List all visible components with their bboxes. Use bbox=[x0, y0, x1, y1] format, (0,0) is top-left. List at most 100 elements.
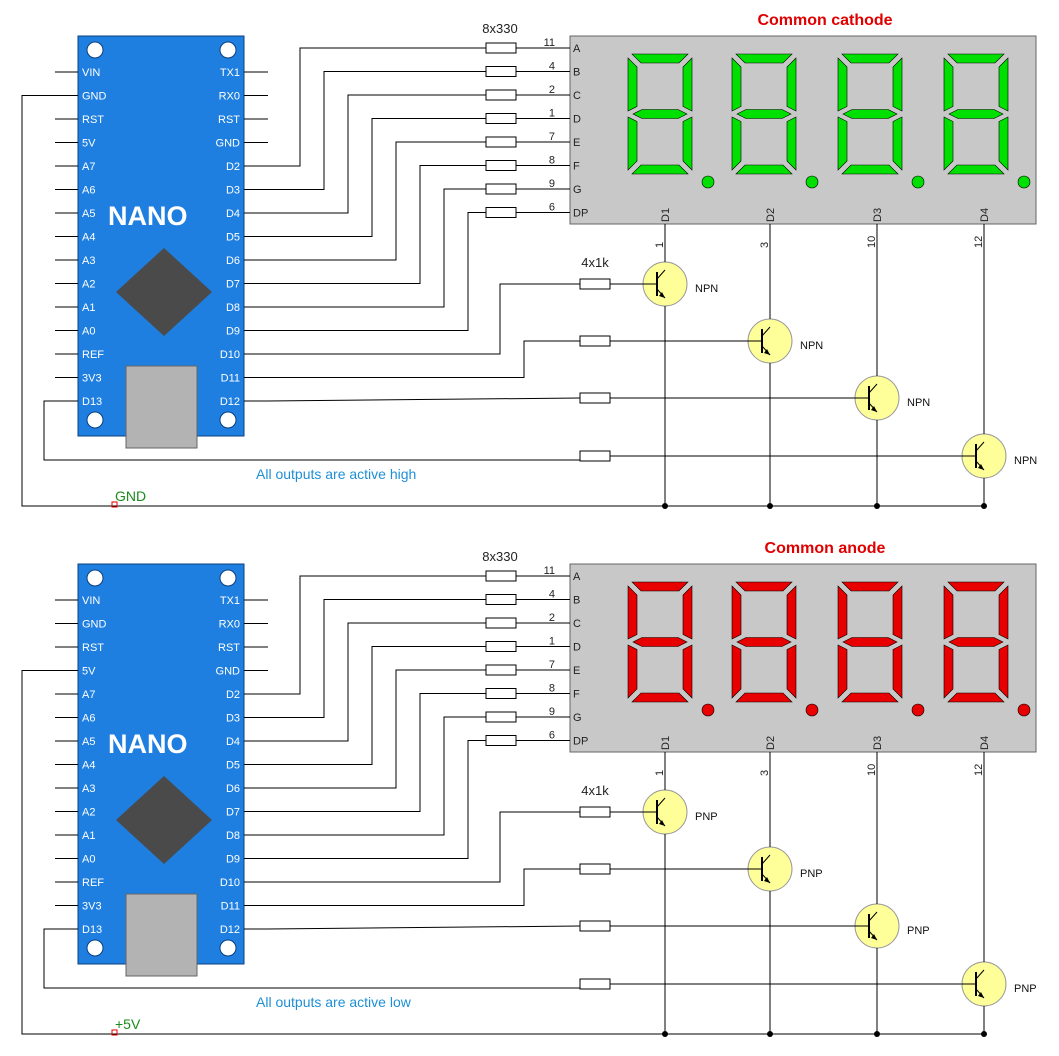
segment-resistor bbox=[485, 89, 517, 101]
pin-label-left: A0 bbox=[82, 326, 95, 338]
wire bbox=[268, 47, 486, 167]
segment-pin-label: D bbox=[573, 114, 581, 126]
wire bbox=[268, 622, 486, 742]
pin-label-left: REF bbox=[82, 877, 104, 889]
segment-f bbox=[627, 585, 638, 640]
segment-pin-number: 7 bbox=[549, 659, 555, 671]
digit-3 bbox=[837, 53, 925, 189]
segment-b bbox=[998, 585, 1009, 640]
segment-resistor bbox=[485, 594, 517, 605]
segment-c bbox=[998, 644, 1009, 699]
segment-pin-label: G bbox=[573, 184, 582, 196]
segment-pin-number: 9 bbox=[549, 706, 555, 718]
segment-c bbox=[786, 116, 797, 171]
segment-e bbox=[837, 116, 848, 171]
segment-pin-label: C bbox=[573, 90, 581, 102]
pin-label-left: A0 bbox=[82, 854, 95, 866]
segment-e bbox=[731, 644, 742, 699]
transistor-type-label: NPN bbox=[695, 283, 718, 295]
pin-label-left: VIN bbox=[82, 67, 100, 79]
pin-label-right: D4 bbox=[226, 208, 240, 220]
base-resistor bbox=[579, 978, 611, 990]
segment-c bbox=[682, 644, 693, 699]
transistor-type-label: NPN bbox=[907, 397, 930, 409]
segment-resistor bbox=[485, 711, 517, 723]
pin-label-right: D7 bbox=[226, 807, 240, 819]
segment-g bbox=[842, 109, 898, 119]
pin-label-left: A5 bbox=[82, 208, 95, 220]
segment-pin-number: 11 bbox=[544, 37, 555, 49]
segment-pin-label: DP bbox=[573, 208, 588, 220]
wire bbox=[268, 188, 486, 308]
base-resistor-label: 4x1k bbox=[581, 255, 609, 270]
digit-4 bbox=[943, 53, 1031, 189]
transistor-type-label: PNP bbox=[1014, 983, 1037, 995]
pin-label-right: D7 bbox=[226, 279, 240, 291]
segment-d bbox=[947, 164, 1005, 175]
pin-label-right: D5 bbox=[226, 760, 240, 772]
mounting-hole-icon bbox=[86, 41, 104, 59]
decimal-point bbox=[911, 703, 925, 717]
mounting-hole-icon bbox=[86, 569, 104, 587]
pin-label-left: A6 bbox=[82, 713, 95, 725]
segment-d bbox=[947, 692, 1005, 703]
segment-d bbox=[735, 692, 793, 703]
segment-d bbox=[735, 164, 793, 175]
pin-label-left: 5V bbox=[82, 666, 96, 678]
segment-a bbox=[735, 581, 793, 592]
segment-resistor bbox=[485, 42, 517, 54]
wire bbox=[268, 165, 486, 284]
pin-label-right: GND bbox=[216, 138, 241, 150]
decimal-point bbox=[805, 703, 819, 717]
segment-a bbox=[631, 53, 689, 64]
pin-label-right: D3 bbox=[226, 713, 240, 725]
segment-resistor bbox=[485, 617, 517, 629]
segment-pin-number: 9 bbox=[549, 178, 555, 190]
board-name: NANO bbox=[108, 729, 188, 759]
pin-label-right: RX0 bbox=[219, 619, 240, 631]
segment-pin-label: C bbox=[573, 618, 581, 630]
digit-pin-number: 3 bbox=[759, 770, 771, 776]
schematic-anode: NANOVINGNDRST5VA7A6A5A4A3A2A1A0REF3V3D13… bbox=[21, 540, 1037, 1037]
wire bbox=[268, 71, 486, 190]
segment-f bbox=[943, 585, 954, 640]
digit-pin-number: 10 bbox=[866, 236, 878, 248]
digit-1 bbox=[627, 53, 715, 189]
segment-e bbox=[731, 116, 742, 171]
segment-d bbox=[841, 164, 899, 175]
transistor-arrow-icon bbox=[764, 877, 770, 883]
segment-b bbox=[998, 57, 1009, 112]
segment-resistor bbox=[485, 664, 517, 676]
segment-c bbox=[998, 116, 1009, 171]
digit-2 bbox=[731, 53, 819, 189]
pin-label-right: D11 bbox=[221, 901, 240, 913]
segment-a bbox=[841, 53, 899, 64]
digit-pin-number: 3 bbox=[759, 242, 771, 248]
segment-d bbox=[631, 692, 689, 703]
segment-resistor bbox=[485, 688, 517, 699]
wire bbox=[268, 868, 580, 906]
transistor-arrow-icon bbox=[871, 406, 877, 412]
transistor-type-label: NPN bbox=[800, 340, 823, 352]
mounting-hole-icon bbox=[86, 411, 104, 429]
pin-label-right: D2 bbox=[226, 689, 240, 701]
segment-f bbox=[731, 57, 742, 112]
transistor-collector-lead bbox=[868, 911, 878, 922]
transistor-arrow-icon bbox=[659, 820, 665, 826]
transistor-arrow-icon bbox=[659, 292, 665, 298]
segment-resistor-label: 8x330 bbox=[482, 21, 517, 36]
segment-resistor bbox=[485, 570, 517, 582]
wire bbox=[268, 646, 486, 765]
segment-b bbox=[786, 585, 797, 640]
segment-g bbox=[632, 637, 688, 647]
segment-resistor-label: 8x330 bbox=[482, 549, 517, 564]
segment-pin-label: E bbox=[573, 665, 580, 677]
segment-pin-number: 4 bbox=[549, 589, 555, 601]
segment-pin-label: DP bbox=[573, 736, 588, 748]
pin-label-left: A2 bbox=[82, 279, 95, 291]
active-level-note: All outputs are active low bbox=[256, 994, 412, 1010]
pin-label-right: D11 bbox=[221, 373, 240, 385]
pin-label-left: A7 bbox=[82, 689, 95, 701]
pin-label-left: A1 bbox=[82, 830, 95, 842]
segment-a bbox=[947, 581, 1005, 592]
